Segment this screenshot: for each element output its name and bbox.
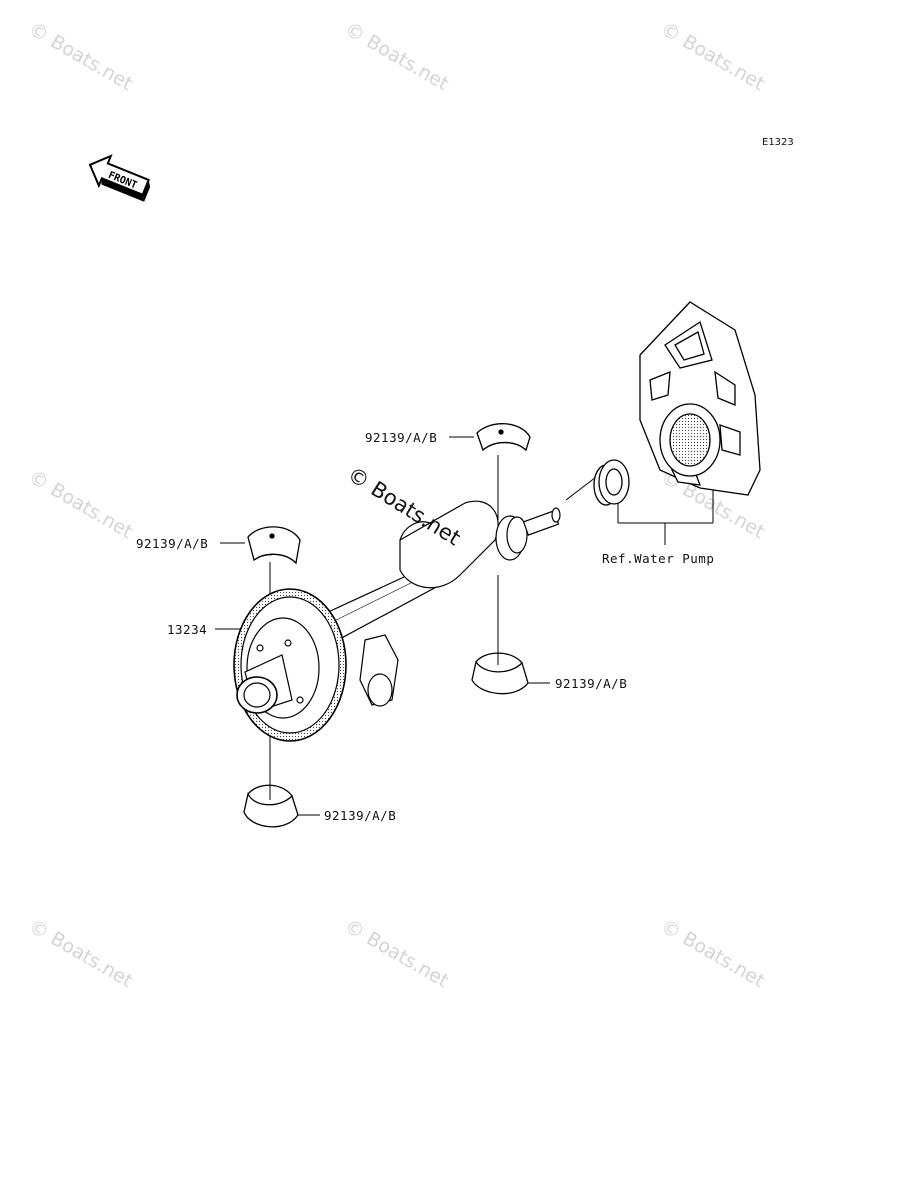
water-pump-cover: [639, 301, 761, 496]
callout-bearing-right: 92139/A/B: [555, 676, 628, 691]
bearing-shell-top: [476, 423, 531, 452]
callout-bearing-top: 92139/A/B: [365, 430, 438, 445]
callout-gear: 13234: [167, 622, 208, 637]
oil-seal: [593, 459, 630, 506]
bearing-shell-right: [471, 652, 529, 695]
bearing-shell-left: [247, 526, 301, 565]
callout-bearing-left: 92139/A/B: [136, 536, 209, 551]
callout-water-pump: Ref.Water Pump: [602, 551, 715, 566]
diagram-code: E1323: [762, 137, 794, 148]
callout-bearing-bottom: 92139/A/B: [324, 808, 397, 823]
balancer-shaft: [299, 500, 561, 707]
balancer-gear: [233, 588, 347, 742]
bearing-shell-bottom: [243, 784, 299, 828]
front-arrow-icon: FRONT: [88, 154, 151, 202]
